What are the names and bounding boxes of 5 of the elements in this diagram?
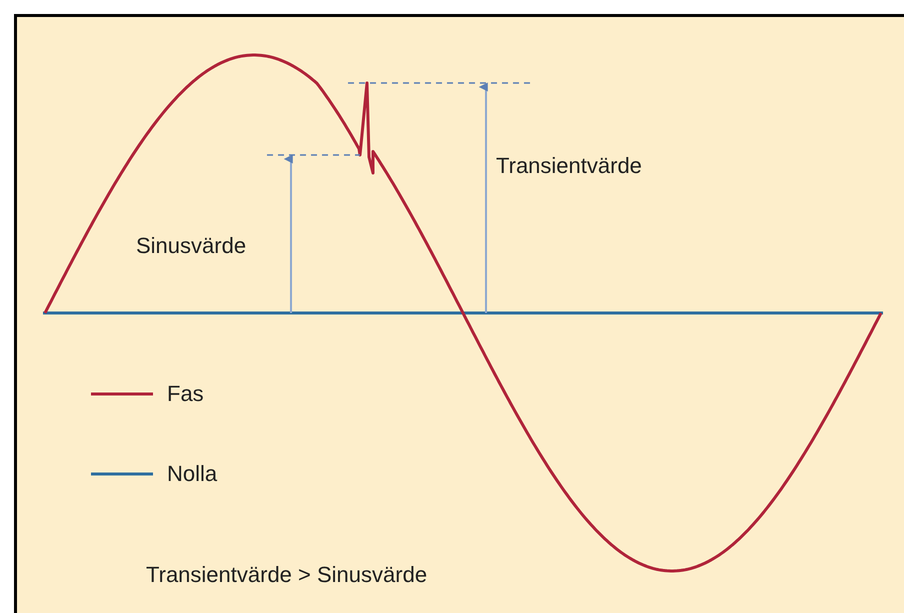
annotation-label: Transientvärde [496,152,642,180]
annotation-label: Transientvärde > Sinusvärde [146,561,428,589]
legend-label: Fas [167,380,204,408]
annotation-label: Sinusvärde [136,232,246,260]
legend-label: Nolla [167,460,218,488]
